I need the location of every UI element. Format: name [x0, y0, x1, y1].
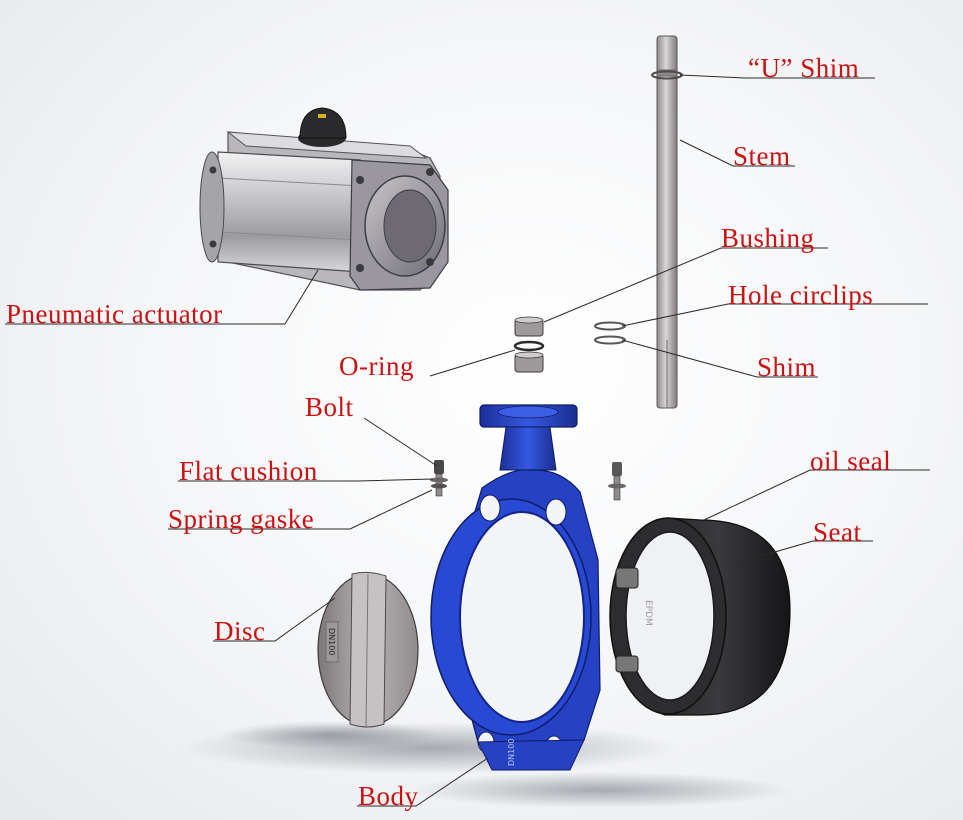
seat-part: EPDM	[609, 517, 791, 716]
label-stem: Stem	[733, 141, 791, 171]
label-oil-seal: oil seal	[810, 446, 892, 476]
label-flat-cushion: Flat cushion	[179, 456, 318, 486]
disc-part: DN100	[317, 571, 419, 729]
label-hole-circlips: Hole circlips	[728, 280, 874, 310]
label-bolt: Bolt	[305, 392, 354, 422]
leader-lines	[5, 74, 930, 807]
label-spring-gaske: Spring gaske	[168, 504, 315, 534]
disc-marking: DN100	[327, 628, 336, 655]
shim-part	[594, 335, 626, 345]
label-u-shim: “U” Shim	[748, 53, 860, 83]
stem	[656, 35, 678, 409]
body-part: DN100	[430, 404, 601, 771]
label-disc: Disc	[214, 616, 266, 646]
label-pneumatic-actuator: Pneumatic actuator	[6, 299, 223, 329]
label-shim: Shim	[757, 352, 817, 382]
bolt-part-right	[608, 462, 626, 501]
label-bushing: Bushing	[721, 223, 815, 253]
pneumatic-actuator	[199, 107, 449, 291]
seat-marking: EPDM	[643, 600, 653, 626]
label-body: Body	[358, 781, 419, 811]
hole-circlips-part	[594, 321, 626, 331]
o-ring-part	[513, 340, 545, 373]
bolt-part	[430, 460, 448, 497]
bushing-part	[514, 316, 544, 337]
label-seat: Seat	[813, 517, 862, 547]
body-marking: DN100	[507, 739, 516, 766]
label-o-ring: O-ring	[339, 351, 414, 381]
